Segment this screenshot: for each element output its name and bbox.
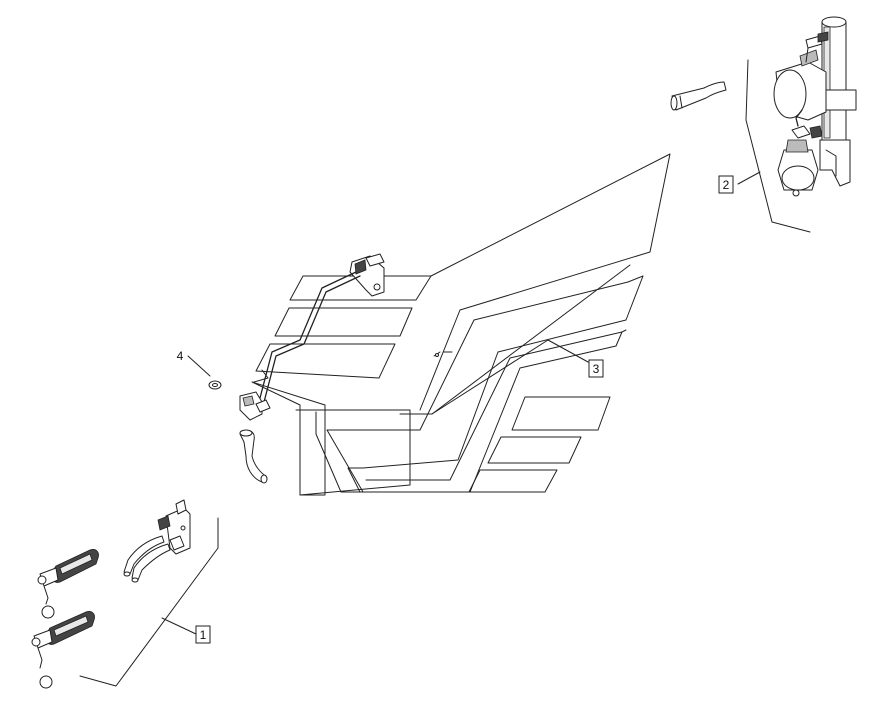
- callout-1-leader: [79, 517, 219, 687]
- callout-3-label: 3: [593, 362, 600, 376]
- lower-slats: [468, 396, 611, 493]
- cylinder-assembly: [773, 16, 857, 197]
- callout-4-leader: [187, 355, 211, 377]
- hand-grip-upper: [37, 549, 99, 619]
- hose-segment-upper: [670, 81, 727, 111]
- pipe-assembly: [239, 253, 631, 421]
- panel-decal: [433, 351, 453, 357]
- callout-1-label: 1: [200, 628, 207, 642]
- callout-2[interactable]: 2: [718, 175, 734, 194]
- callout-2-leader: [737, 59, 811, 233]
- callout-3[interactable]: 3: [588, 359, 604, 378]
- chevron-panel: [315, 153, 671, 493]
- callout-1[interactable]: 1: [195, 625, 211, 644]
- valve-block: [157, 499, 191, 555]
- callout-2-label: 2: [723, 178, 730, 192]
- callout-4-label: 4: [177, 349, 184, 363]
- washer: [208, 380, 222, 390]
- upper-slats: [255, 275, 432, 379]
- hose-pair: [123, 535, 171, 583]
- panel-outline-left: [251, 369, 411, 496]
- callout-4[interactable]: 4: [177, 349, 184, 363]
- hand-grip-lower: [31, 611, 95, 689]
- hose-segment-small: [239, 429, 268, 484]
